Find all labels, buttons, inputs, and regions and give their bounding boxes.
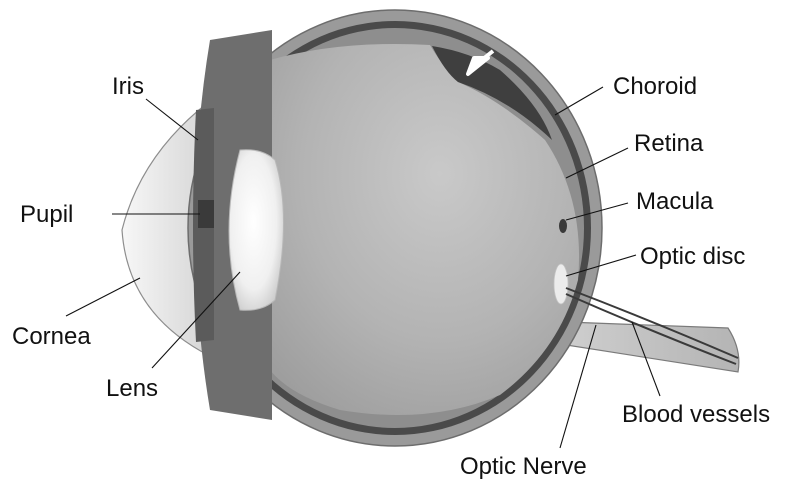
lens-shape xyxy=(229,150,284,311)
label-optic-nerve: Optic Nerve xyxy=(460,453,587,480)
label-pupil: Pupil xyxy=(20,201,73,228)
label-optic-disc: Optic disc xyxy=(640,243,745,270)
leader-cornea xyxy=(66,278,140,316)
label-macula: Macula xyxy=(636,188,714,215)
label-lens: Lens xyxy=(106,375,158,402)
label-iris: Iris xyxy=(112,73,144,100)
label-blood-vessels: Blood vessels xyxy=(622,401,770,428)
label-cornea: Cornea xyxy=(12,323,91,350)
pupil-shape xyxy=(198,200,214,228)
label-retina: Retina xyxy=(634,130,704,157)
optic-disc-shape xyxy=(554,264,568,304)
macula-shape xyxy=(559,219,567,233)
label-choroid: Choroid xyxy=(613,73,697,100)
